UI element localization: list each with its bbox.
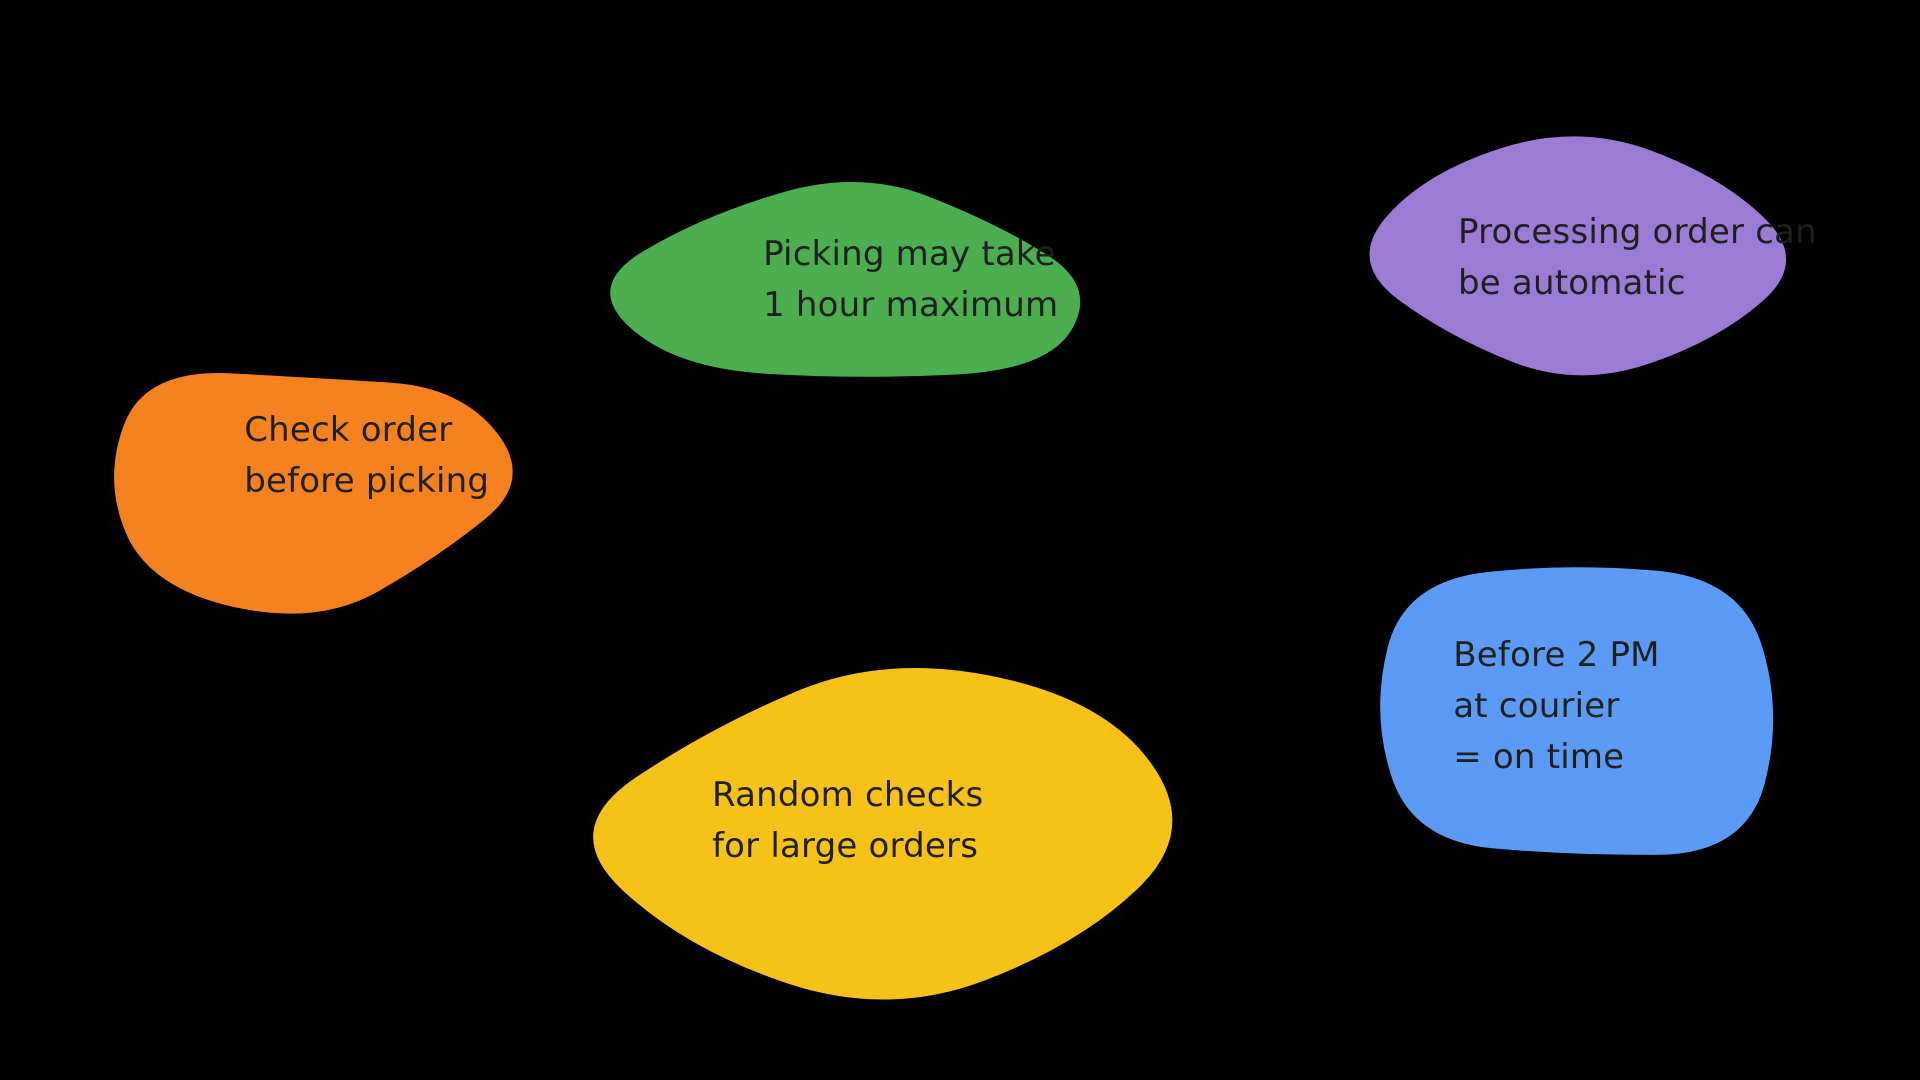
blob-shape-blue (1380, 567, 1774, 855)
note-text: Picking may take 1 hour maximum (763, 233, 1059, 325)
blob-shape-green (610, 182, 1081, 377)
sticky-note-processing-auto[interactable]: Processing order can be automatic (1328, 108, 1828, 416)
note-text: Check order before picking (244, 410, 490, 502)
note-text: Processing order can be automatic (1458, 211, 1817, 303)
blob-shape-purple (1369, 136, 1787, 376)
sticky-note-random-checks[interactable]: Random checks for large orders (550, 616, 1225, 1044)
sticky-note-courier-time[interactable]: Before 2 PM at courier = on time (1315, 494, 1827, 934)
blob-shape-yellow (593, 668, 1173, 1000)
note-text: Before 2 PM at courier = on time (1453, 635, 1660, 778)
sticky-note-check-order[interactable]: Check order before picking (72, 310, 564, 650)
note-text: Random checks for large orders (712, 775, 984, 867)
sticky-note-picking-time[interactable]: Picking may take 1 hour maximum (575, 150, 1145, 422)
blob-shape-orange (114, 373, 513, 614)
